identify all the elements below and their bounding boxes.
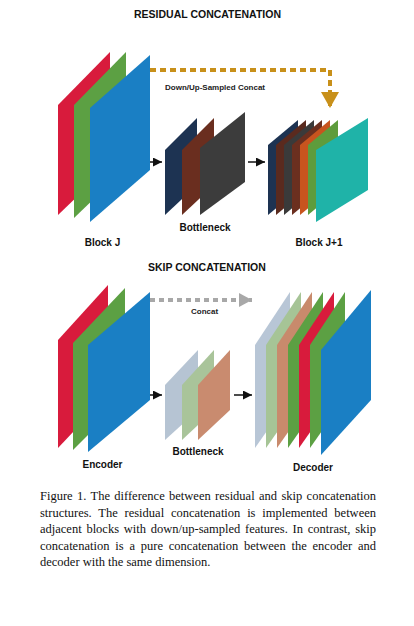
flow-arrow bbox=[150, 394, 162, 396]
feature-block: Bottleneck bbox=[162, 345, 234, 457]
flow-arrow bbox=[150, 161, 162, 163]
feature-slab bbox=[316, 118, 368, 222]
feature-block: Block J bbox=[55, 48, 150, 248]
feature-slab bbox=[200, 112, 245, 215]
block-label: Encoder bbox=[45, 459, 160, 470]
block-label: Decoder bbox=[242, 462, 384, 473]
block-label: Bottleneck bbox=[152, 222, 258, 233]
arrow-label: Down/Up-Sampled Concat bbox=[163, 83, 267, 92]
feature-block: Decoder bbox=[252, 285, 374, 473]
section-title: RESIDUAL CONCATENATION bbox=[134, 8, 281, 20]
section-title: SKIP CONCATENATION bbox=[148, 261, 266, 273]
feature-slab bbox=[198, 350, 230, 440]
feature-block: Bottleneck bbox=[162, 105, 248, 233]
feature-slab bbox=[88, 292, 150, 452]
block-label: Block J bbox=[45, 237, 160, 248]
flow-arrow bbox=[248, 161, 265, 163]
arrow-label: Concat bbox=[189, 307, 220, 316]
feature-slab bbox=[321, 290, 371, 455]
concat-arrow bbox=[150, 298, 252, 302]
figure-caption: Figure 1. The difference between residua… bbox=[40, 488, 376, 571]
flow-arrow bbox=[234, 394, 252, 396]
block-label: Block J+1 bbox=[255, 237, 383, 248]
concat-arrow bbox=[150, 70, 330, 108]
feature-slab bbox=[90, 55, 150, 222]
feature-block: Block J+1 bbox=[265, 108, 373, 248]
block-label: Bottleneck bbox=[152, 446, 244, 457]
feature-block: Encoder bbox=[55, 280, 150, 470]
